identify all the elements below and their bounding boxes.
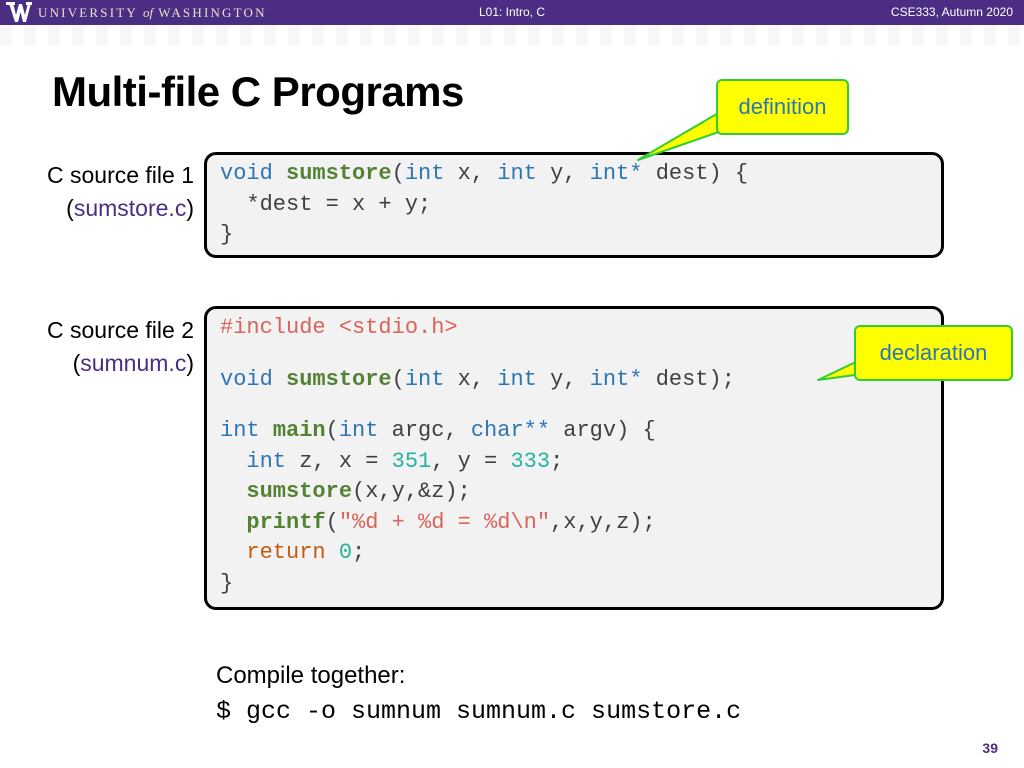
code-line: int main(int argc, char** argv) {	[220, 418, 656, 443]
code-line: void sumstore(int x, int y, int* dest);	[220, 367, 735, 392]
uw-w-logo-icon	[6, 2, 32, 22]
file2-label-text: C source file 2	[46, 317, 194, 343]
code-line: printf("%d + %d = %d\n",x,y,z);	[246, 509, 656, 535]
definition-callout: definition	[716, 79, 849, 135]
header-bar: UNIVERSITY of WASHINGTON L01: Intro, C C…	[0, 0, 1024, 25]
file2-label: C source file 2 (sumnum.c)	[47, 314, 194, 380]
file1-code: void sumstore(int x, int y, int* dest) {…	[220, 159, 748, 251]
file1-label: C source file 1 (sumstore.c)	[47, 159, 194, 225]
code-line: }	[220, 222, 234, 247]
compile-label: Compile together:	[216, 662, 406, 689]
code-line: #include <stdio.h>	[220, 315, 458, 340]
header-divider	[0, 25, 1024, 45]
page-title: Multi-file C Programs	[52, 68, 464, 115]
file2-code-box	[204, 306, 944, 610]
file2-filename-line: (sumnum.c)	[72, 350, 194, 376]
page-number: 39	[982, 740, 998, 756]
code-line: *dest = x + y;	[220, 191, 432, 217]
file2-main-code: int main(int argc, char** argv) { int z,…	[220, 416, 656, 599]
code-line: return 0;	[246, 540, 366, 565]
code-line: sumstore(x,y,&z);	[246, 479, 471, 504]
file1-filename: sumstore.c	[73, 195, 187, 221]
code-line: void sumstore(int x, int y, int* dest) {	[220, 161, 749, 186]
declaration-callout: declaration	[854, 325, 1013, 381]
compile-command: $ gcc -o sumnum sumnum.c sumstore.c	[216, 697, 742, 726]
university-name: UNIVERSITY of WASHINGTON	[38, 5, 267, 20]
file2-include-code: #include <stdio.h>	[220, 313, 458, 344]
file1-filename-line: (sumstore.c)	[66, 195, 194, 221]
file2-filename: sumnum.c	[80, 350, 187, 376]
course-name: CSE333, Autumn 2020	[890, 5, 1013, 19]
file2-declaration-code: void sumstore(int x, int y, int* dest);	[220, 365, 735, 396]
file1-label-text: C source file 1	[46, 162, 194, 188]
lecture-title: L01: Intro, C	[478, 5, 546, 19]
file1-code-box	[204, 152, 944, 258]
code-line: }	[220, 570, 234, 596]
code-line: int z, x = 351, y = 333;	[246, 448, 564, 474]
